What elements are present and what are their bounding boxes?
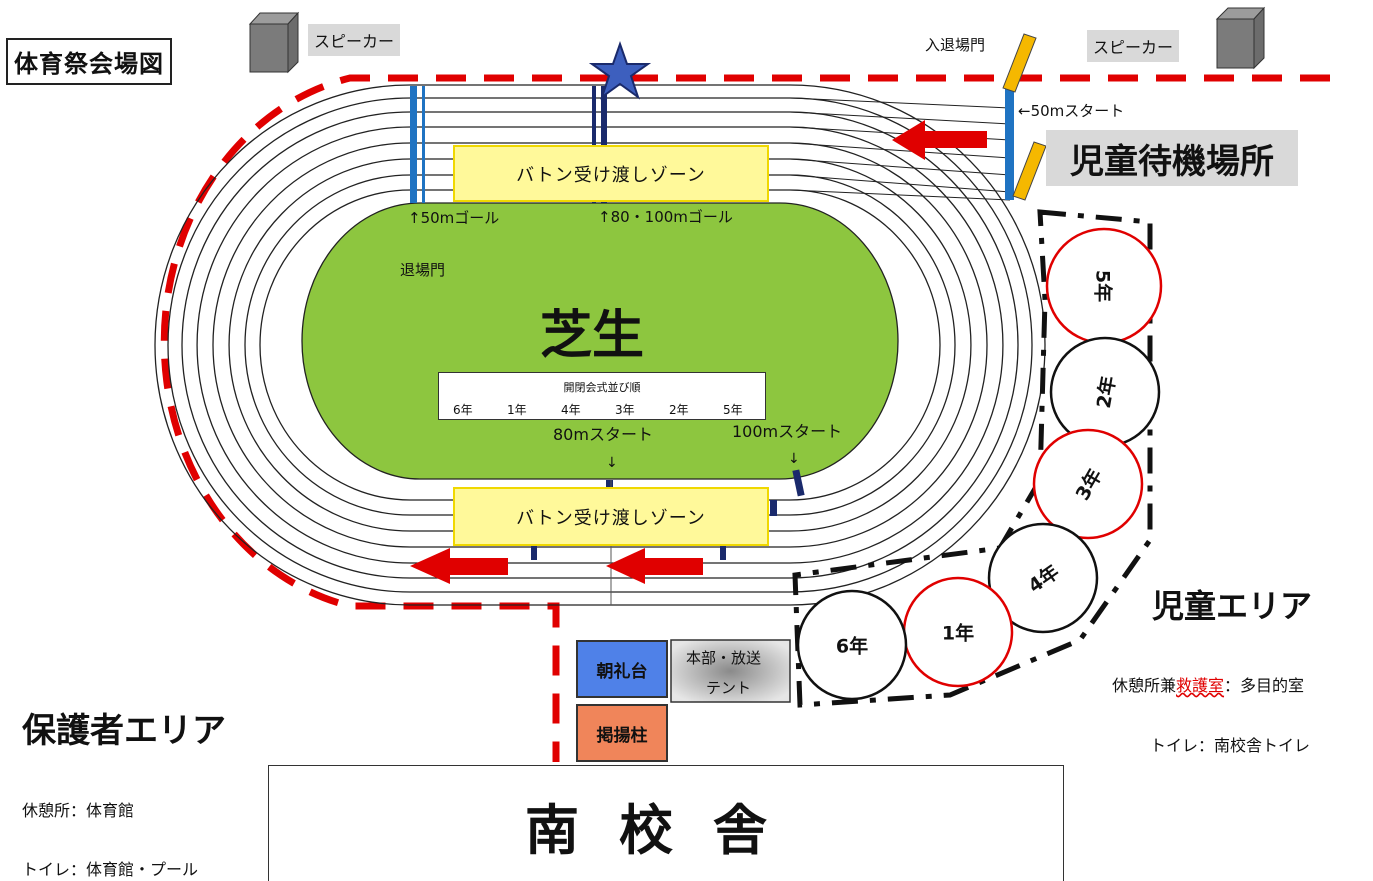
direction-arrow-top: [892, 120, 987, 160]
goal-80-100m-label: ↑80・100mゴール: [598, 208, 733, 226]
parents-area-label: 保護者エリア: [22, 711, 226, 751]
opening-order-box: 開閉会式並び順 6年 1年 4年 3年 2年 5年: [438, 372, 766, 420]
school-building: 南校舎: [268, 765, 1064, 881]
opening-order-title: 開閉会式並び順: [563, 381, 641, 394]
direction-arrow-bottom-right: [606, 548, 703, 584]
order-grade: 6年: [453, 403, 473, 417]
goal-50m-line-thin: [422, 86, 425, 203]
map-title: 体育祭会場図: [6, 38, 172, 85]
hq-tent-label-line2: テント: [706, 679, 752, 697]
boundary-line: [160, 74, 1330, 762]
morning-stage: 朝礼台: [576, 640, 668, 698]
lawn-label: 芝生: [540, 306, 645, 366]
order-grade: 2年: [669, 403, 689, 417]
arrow-down-100m: ↓: [788, 451, 800, 467]
start-50m-label: ←50mスタート: [1018, 102, 1125, 120]
order-grade: 4年: [561, 403, 581, 417]
goal-50m-label: ↑50mゴール: [408, 209, 500, 227]
children-toilet-label: トイレ：南校舎トイレ: [1150, 736, 1311, 755]
children-rest-highlight: 救護室: [1176, 676, 1225, 695]
order-grade: 5年: [723, 403, 743, 417]
grade-circles: [796, 227, 1163, 701]
grade-circle-6: [796, 589, 908, 701]
hq-tent-label-line1: 本部・放送: [686, 649, 762, 667]
goal-80-100m-line: [592, 86, 596, 203]
grade-label-6: 6年: [835, 635, 869, 658]
track-extension: [789, 97, 1011, 201]
waiting-area-label: 児童待機場所: [1046, 130, 1298, 186]
order-grade: 3年: [615, 403, 635, 417]
flag-pole: 掲揚柱: [576, 704, 668, 762]
exit-gate-label: 退場門: [400, 261, 446, 279]
grade-circle-4: [987, 522, 1099, 634]
children-rest-prefix: 休憩所兼: [1112, 676, 1177, 695]
baton-zone-top: バトン受け渡しゾーン: [453, 145, 769, 202]
start-80m-label: 80mスタート: [553, 425, 653, 444]
hq-tent: [670, 639, 791, 703]
speaker-right-icon: [1215, 6, 1266, 70]
start-100m-label: 100mスタート: [732, 422, 843, 441]
grade-circle-3: [1032, 428, 1144, 540]
baton-zone-bottom: バトン受け渡しゾーン: [453, 487, 769, 546]
grade-label-1: 1年: [941, 622, 975, 645]
arrow-down-80m: ↓: [606, 455, 618, 471]
order-grade: 1年: [507, 403, 527, 417]
entrance-gate-label: 入退場門: [925, 36, 986, 54]
grade-label-2: 2年: [1092, 374, 1121, 411]
children-rest-suffix: ：多目的室: [1224, 676, 1305, 695]
children-rest-label: 休憩所兼救護室：多目的室: [1112, 672, 1304, 696]
speaker-left-label: スピーカー: [308, 24, 401, 56]
goal-80-100m-line-thick: [601, 86, 607, 203]
speaker-left-icon: [248, 11, 300, 74]
children-area-label: 児童エリア: [1152, 587, 1313, 625]
running-track: [154, 84, 1046, 606]
goal-50m-line: [410, 86, 417, 203]
parents-toilet-label: トイレ：体育館・プール: [22, 860, 199, 879]
star-icon: [588, 40, 652, 100]
direction-arrow-bottom-left: [410, 548, 508, 584]
grade-label-5: 5年: [1091, 269, 1114, 303]
start-50m-line: [1005, 88, 1014, 200]
parents-rest-label: 休憩所：体育館: [22, 801, 135, 820]
speaker-right-label: スピーカー: [1087, 30, 1180, 62]
children-area-boundary: [792, 209, 1153, 708]
